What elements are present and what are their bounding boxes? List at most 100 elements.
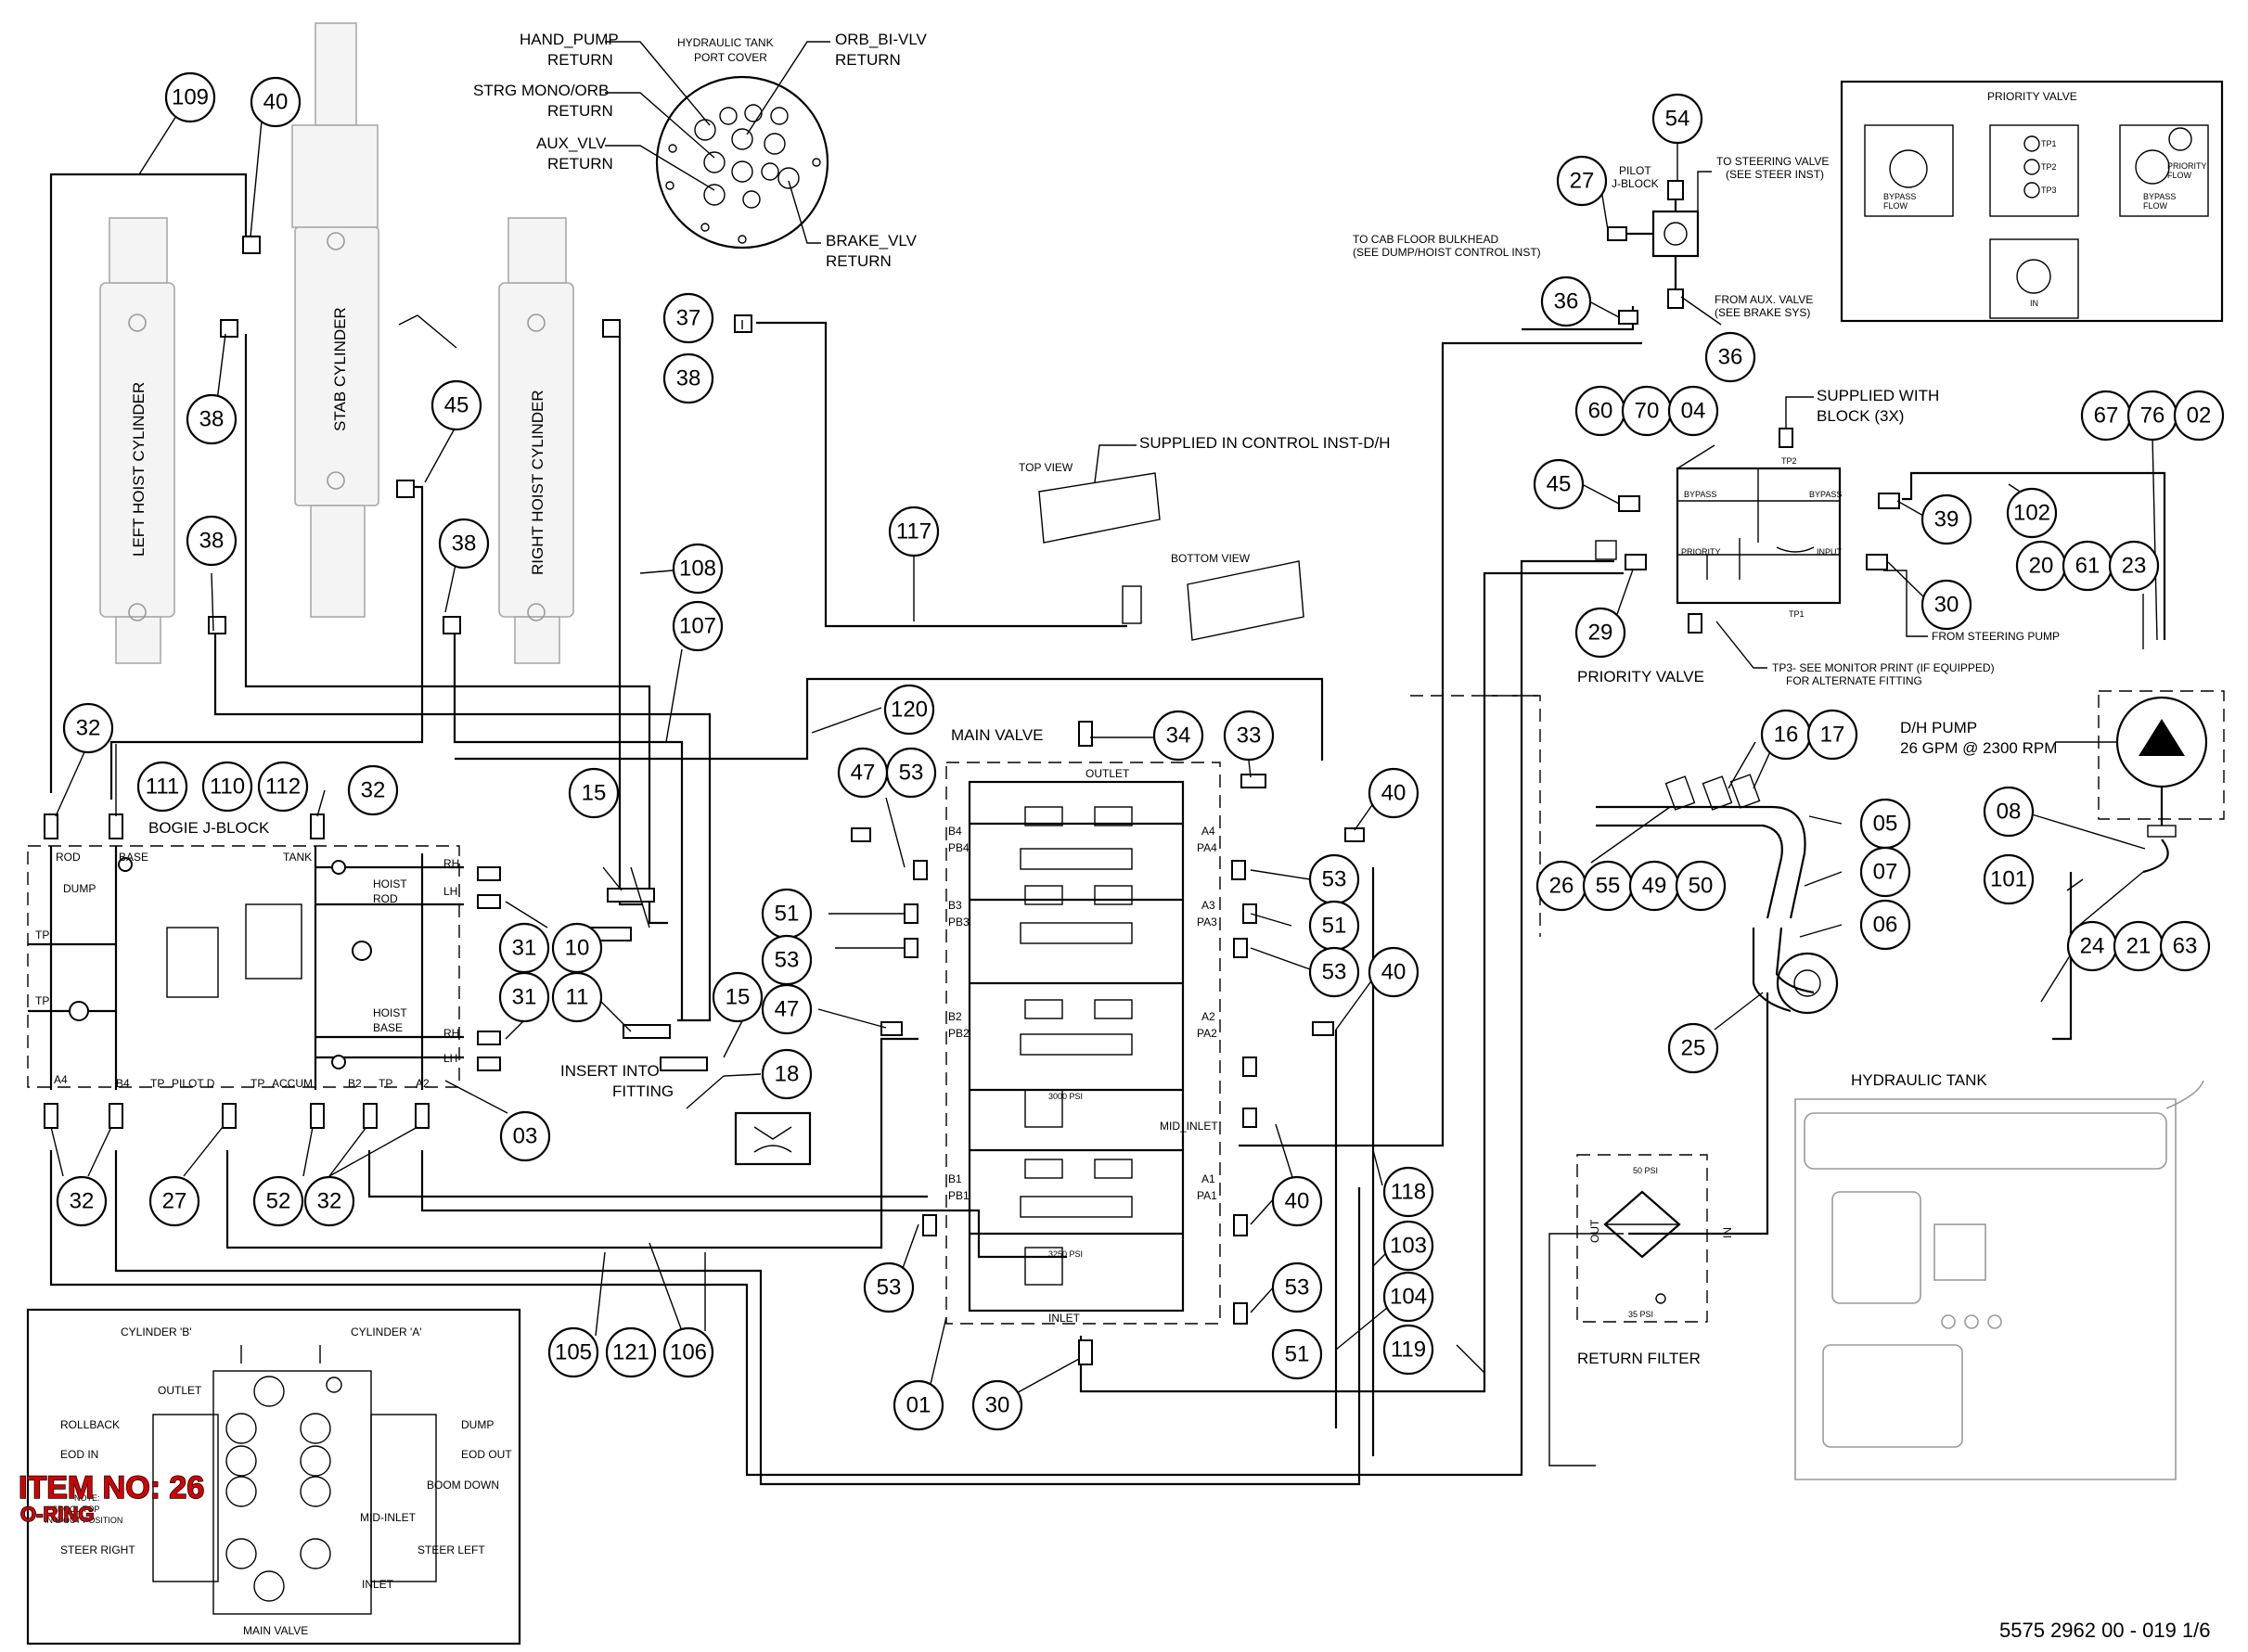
inset-bypass-flow2-l1: BYPASS	[2143, 192, 2176, 201]
pv-bypass-r: BYPASS	[1809, 490, 1842, 499]
svg-text:40: 40	[263, 90, 289, 115]
callout-111: 111	[136, 761, 188, 813]
filter-35psi: 35 PSI	[1628, 1310, 1653, 1319]
svg-text:53: 53	[775, 948, 800, 973]
supplied-with-block-l2: BLOCK (3X)	[1817, 407, 1904, 425]
main-valve	[945, 762, 1221, 1325]
callout-36a: 36	[1540, 275, 1592, 327]
callout-23: 23	[2108, 540, 2160, 592]
callout-33: 33	[1223, 710, 1275, 762]
callout-37: 37	[662, 292, 714, 344]
svg-text:38: 38	[199, 407, 225, 432]
svg-text:102: 102	[2013, 501, 2050, 526]
callout-104: 104	[1382, 1271, 1434, 1323]
svg-text:101: 101	[1990, 867, 2027, 892]
svg-text:01: 01	[906, 1393, 931, 1418]
svg-text:21: 21	[2126, 934, 2152, 959]
inset-tp2: TP2	[2041, 162, 2057, 172]
filter-50psi: 50 PSI	[1633, 1166, 1658, 1175]
svg-text:52: 52	[266, 1189, 291, 1214]
svg-text:119: 119	[1391, 1338, 1426, 1363]
valve-a3: A3	[1201, 899, 1215, 912]
callout-120: 120	[883, 684, 935, 736]
callout-50: 50	[1675, 860, 1727, 912]
callout-45a: 45	[430, 379, 482, 431]
dh-pump-l1: D/H PUMP	[1900, 719, 1977, 736]
callout-76: 76	[2126, 390, 2178, 442]
callout-112: 112	[257, 761, 309, 813]
inset-in: IN	[2030, 299, 2038, 308]
inset-note-l1: NOTE:	[74, 1493, 100, 1503]
fittings	[44, 180, 1900, 1365]
inset-main-valve: MAIN VALVE	[243, 1624, 308, 1637]
valve-pa4: PA4	[1197, 841, 1217, 854]
callout-106: 106	[662, 1326, 714, 1378]
valve-pa2: PA2	[1197, 1027, 1217, 1040]
svg-text:53: 53	[899, 761, 924, 786]
callout-30a: 30	[971, 1379, 1023, 1431]
valve-pa3: PA3	[1197, 916, 1217, 928]
callout-70: 70	[1621, 385, 1673, 437]
callout-61: 61	[2062, 540, 2113, 592]
inset-note-l3: IN & OUT POSITION	[45, 1516, 122, 1525]
supplied-control-label: SUPPLIED IN CONTROL INST-D/H	[1139, 434, 1390, 452]
callout-54: 54	[1651, 93, 1703, 145]
svg-text:51: 51	[775, 902, 800, 927]
callout-30b: 30	[1920, 579, 1972, 631]
svg-text:47: 47	[851, 761, 876, 786]
bogie-rh1: RH	[443, 857, 459, 870]
callout-15b: 15	[712, 971, 764, 1023]
callout-55: 55	[1582, 860, 1634, 912]
filter-out: OUT	[1588, 1219, 1601, 1243]
callout-24: 24	[2066, 920, 2118, 972]
callout-53f: 53	[1271, 1261, 1323, 1313]
inset-boom-down: BOOM DOWN	[427, 1479, 499, 1492]
svg-text:17: 17	[1820, 723, 1845, 748]
callout-29: 29	[1574, 607, 1626, 659]
hydraulic-tank	[1794, 1080, 2204, 1480]
callout-105: 105	[547, 1326, 599, 1378]
bogie-tp3: TP	[150, 1077, 164, 1090]
callout-10: 10	[551, 922, 603, 974]
supplied-with-block-l1: SUPPLIED WITH	[1817, 387, 1939, 404]
callout-21: 21	[2113, 920, 2165, 972]
svg-text:110: 110	[210, 775, 245, 800]
svg-text:118: 118	[1391, 1180, 1426, 1205]
control-block-sketch	[1038, 472, 1304, 641]
callout-103: 103	[1382, 1220, 1434, 1272]
bogie-tp1: TP	[35, 928, 49, 941]
bogie-hoist-rod-l2: ROD	[373, 892, 398, 905]
callout-11: 11	[551, 971, 603, 1023]
callout-38b: 38	[662, 352, 714, 404]
svg-text:02: 02	[2187, 403, 2212, 429]
bogie-b4: B4	[116, 1077, 130, 1090]
callout-32e: 32	[303, 1175, 355, 1227]
callout-38a: 38	[186, 393, 238, 445]
inset-priority-flow-l2: FLOW	[2167, 171, 2192, 180]
callout-45b: 45	[1533, 458, 1585, 510]
callout-31a: 31	[498, 922, 550, 974]
strg-mono-return-l2: RETURN	[547, 102, 613, 120]
from-aux-l1: FROM AUX. VALVE	[1715, 293, 1813, 306]
inset-bypass-flow-l2: FLOW	[1883, 201, 1908, 211]
bogie-base: BASE	[119, 851, 148, 864]
o-ring-callout: O-RING	[20, 1503, 94, 1526]
valve-pa1: PA1	[1197, 1189, 1217, 1202]
drawing-number: 5575 2962 00 - 019 1/6	[1999, 1619, 2211, 1642]
callout-63: 63	[2159, 920, 2211, 972]
callout-17: 17	[1806, 709, 1858, 761]
tp3-note-l2: FOR ALTERNATE FITTING	[1786, 674, 1922, 687]
callout-15a: 15	[568, 767, 620, 819]
callout-20: 20	[2015, 540, 2067, 592]
callout-51b: 51	[1308, 900, 1360, 952]
inset-tp3: TP3	[2041, 186, 2057, 195]
svg-text:27: 27	[1570, 169, 1595, 194]
callout-18: 18	[761, 1048, 813, 1100]
svg-text:30: 30	[1934, 593, 1959, 618]
svg-text:29: 29	[1588, 621, 1613, 646]
svg-text:26: 26	[1549, 874, 1574, 899]
inset-eod-in: EOD IN	[60, 1448, 98, 1461]
svg-text:15: 15	[726, 985, 751, 1010]
to-steering-l1: TO STEERING VALVE	[1716, 155, 1829, 168]
